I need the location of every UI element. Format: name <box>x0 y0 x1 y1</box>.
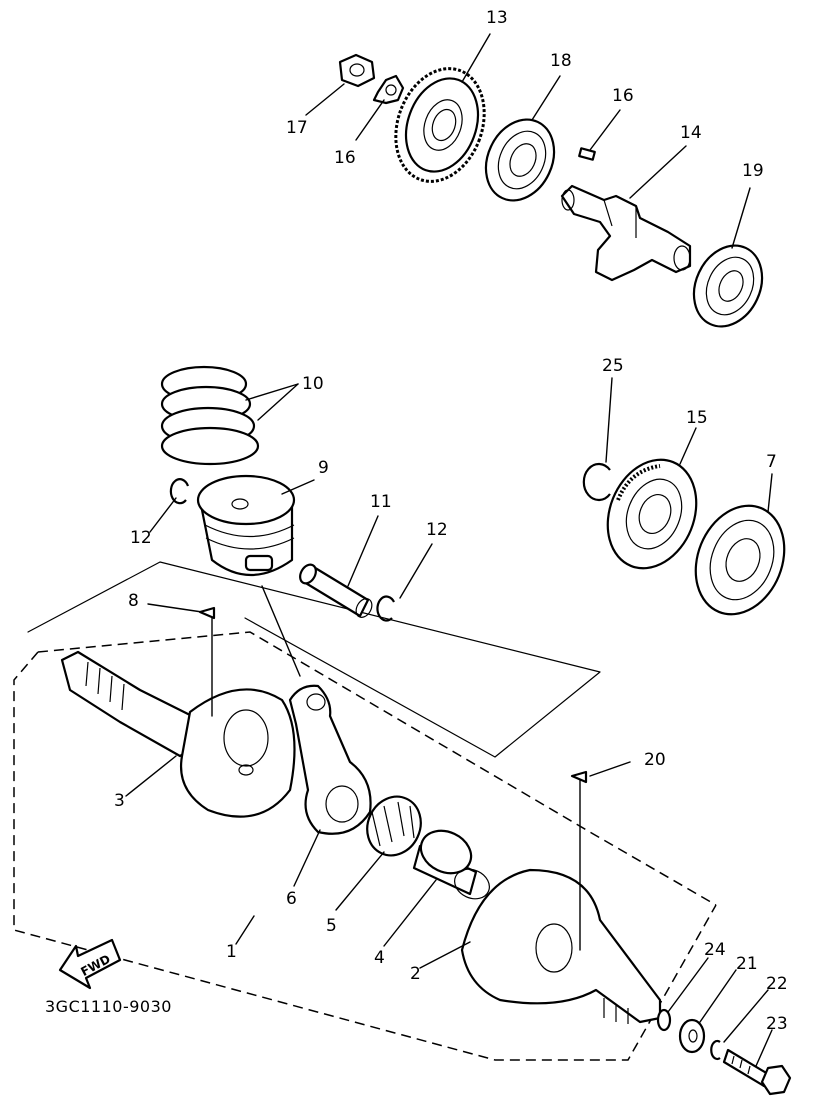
callout-15: 14 <box>680 123 702 143</box>
callout-13: 15 <box>686 408 708 428</box>
piston-pin-11 <box>299 563 373 618</box>
crankshaft-right-2 <box>460 868 662 1024</box>
gear-13 <box>606 458 698 570</box>
connecting-rod-6 <box>288 684 372 835</box>
nut-19 <box>338 53 376 88</box>
callout-17: 16 <box>612 86 634 106</box>
crank-pin-4 <box>412 829 490 900</box>
crankshaft-assembly-outline <box>13 631 717 1061</box>
callout-22: 22 <box>766 974 788 994</box>
callout-16-lower: 19 <box>742 161 764 181</box>
piston-rings-10 <box>160 365 260 466</box>
callout-14: 13 <box>486 8 508 28</box>
fwd-arrow-icon <box>58 938 122 990</box>
callout-23: 23 <box>766 1014 788 1034</box>
callout-10: 10 <box>302 374 324 394</box>
callout-21: 21 <box>736 954 758 974</box>
callout-19: 17 <box>286 118 308 138</box>
callout-20: 20 <box>644 750 666 770</box>
key-17 <box>578 147 596 161</box>
part-code-label: 3GC1110-9030 <box>45 997 172 1016</box>
callout-1: 1 <box>226 942 237 962</box>
crankshaft-left-3 <box>60 650 296 818</box>
gear-14 <box>394 67 486 183</box>
balancer-shaft-15 <box>560 184 692 282</box>
callout-2: 2 <box>410 964 421 984</box>
key-20 <box>570 770 588 784</box>
lock-washer-18 <box>372 74 405 105</box>
callout-7: 7 <box>766 452 777 472</box>
callout-16-upper: 18 <box>550 51 572 71</box>
o-ring-24 <box>656 1008 672 1032</box>
callout-12-right: 12 <box>426 520 448 540</box>
bearing-16-upper <box>484 118 556 202</box>
spring-washer-22 <box>710 1039 721 1061</box>
circlip-25 <box>582 462 611 502</box>
callout-6: 6 <box>286 889 297 909</box>
circlip-12-left <box>169 478 190 505</box>
callout-25: 25 <box>602 356 624 376</box>
piston-group-outline <box>27 561 601 758</box>
bolt-23 <box>722 1048 792 1096</box>
callout-8: 8 <box>128 591 139 611</box>
callout-12-left: 12 <box>130 528 152 548</box>
callout-9: 9 <box>318 458 329 478</box>
callout-3: 3 <box>114 791 125 811</box>
callout-18: 16 <box>334 148 356 168</box>
key-8 <box>198 606 216 620</box>
piston-9 <box>196 474 296 577</box>
bearing-16-lower <box>692 244 764 328</box>
needle-bearing-5 <box>366 795 422 857</box>
circlip-12-right <box>376 595 395 622</box>
leader-lines <box>125 33 773 1067</box>
callout-4: 4 <box>374 948 385 968</box>
callout-5: 5 <box>326 916 337 936</box>
callout-24: 24 <box>704 940 726 960</box>
washer-21 <box>678 1018 706 1054</box>
callout-11: 11 <box>370 492 392 512</box>
bearing-7 <box>694 504 786 616</box>
